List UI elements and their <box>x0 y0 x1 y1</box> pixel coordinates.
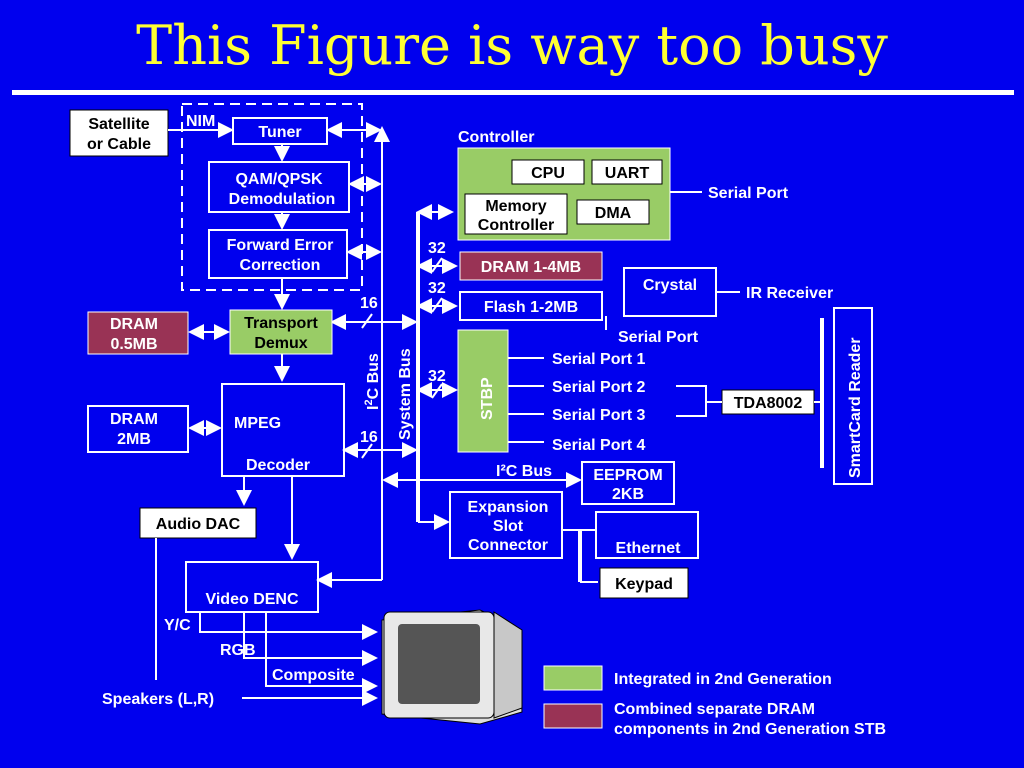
legend-combined-label-1: Combined separate DRAM <box>614 701 815 718</box>
video-denc-box <box>185 561 319 613</box>
flash-label: Flash 1-2MB <box>484 299 578 316</box>
nim-group <box>181 103 363 291</box>
ethernet-label: Ethernet <box>616 540 682 557</box>
tuner-label: Tuner <box>258 124 301 141</box>
eeprom-label-1: EEPROM <box>593 467 662 484</box>
rgb-label: RGB <box>220 642 256 659</box>
cpu-box <box>511 159 585 185</box>
video-denc-label: Video DENC <box>205 591 299 608</box>
legend-integrated-label: Integrated in 2nd Generation <box>614 671 832 688</box>
bus-width-dram: 32 <box>428 240 446 257</box>
dram-transport-label-1: DRAM <box>110 316 158 333</box>
ir-receiver-label: IR Receiver <box>746 285 833 302</box>
dma-label: DMA <box>595 205 632 222</box>
fec-label-2: Correction <box>240 257 321 274</box>
keypad-label: Keypad <box>615 576 673 593</box>
ethernet-box <box>595 511 699 559</box>
serial-port-2-label: Serial Port 2 <box>552 379 645 396</box>
expansion-label-2: Slot <box>493 518 524 535</box>
audio-dac-box <box>139 507 257 539</box>
legend-combined-label-2: components in 2nd Generation STB <box>614 721 886 738</box>
tda-box <box>721 389 815 415</box>
fec-label-1: Forward Error <box>227 237 334 254</box>
memctrl-box <box>464 193 568 235</box>
bus-width-stbp: 32 <box>428 368 446 385</box>
composite-label: Composite <box>272 667 355 684</box>
memctrl-label-2: Controller <box>478 217 554 234</box>
expansion-label-3: Connector <box>468 537 548 554</box>
eeprom-box <box>581 461 675 505</box>
satellite-box <box>69 109 169 157</box>
satellite-label-2: or Cable <box>87 136 151 153</box>
crystal-label: Crystal <box>643 277 697 294</box>
qam-label-1: QAM/QPSK <box>235 171 323 188</box>
audio-dac-label: Audio DAC <box>156 516 241 533</box>
serial-port-4-label: Serial Port 4 <box>552 437 645 454</box>
uart-box <box>591 159 663 185</box>
dram-transport-label-2: 0.5MB <box>110 336 157 353</box>
stbp-box <box>457 329 509 453</box>
dma-box <box>576 199 650 225</box>
dram-mpeg-label-2: 2MB <box>117 431 151 448</box>
bus-width-flash: 32 <box>428 280 446 297</box>
dram-mpeg-label-1: DRAM <box>110 411 158 428</box>
bus-width-transport: 16 <box>360 295 378 312</box>
smartcard-box <box>833 307 873 485</box>
memctrl-label-1: Memory <box>485 198 546 215</box>
legend-swatch-combined <box>543 703 603 729</box>
eeprom-label-2: 2KB <box>612 486 644 503</box>
bus-width-mpeg: 16 <box>360 429 378 446</box>
controller-label: Controller <box>458 129 534 146</box>
serial-port-1-label: Serial Port 1 <box>552 351 645 368</box>
tda-label: TDA8002 <box>734 395 803 412</box>
yc-label: Y/C <box>164 617 191 634</box>
transport-label-1: Transport <box>244 315 318 332</box>
serial-port-top-label: Serial Port <box>708 185 789 202</box>
transport-box <box>229 309 333 355</box>
mpeg-label: MPEG <box>234 415 281 432</box>
flash-box <box>459 291 603 321</box>
system-bus-label: System Bus <box>397 348 414 440</box>
i2c-bus-horizontal-label: I²C Bus <box>496 463 552 480</box>
stbp-label: STBP <box>479 377 496 420</box>
uart-label: UART <box>605 165 650 182</box>
dram-main-label: DRAM 1-4MB <box>481 259 581 276</box>
dram-main-box <box>459 251 603 281</box>
decoder-label: Decoder <box>246 457 310 474</box>
i2c-bus-vertical-label: I2C Bus <box>363 353 382 410</box>
mpeg-box <box>221 383 345 477</box>
expansion-label-1: Expansion <box>468 499 549 516</box>
transport-label-2: Demux <box>254 335 307 352</box>
speakers-label: Speakers (L,R) <box>102 691 214 708</box>
keypad-box <box>599 567 689 599</box>
legend-swatch-integrated <box>543 665 603 691</box>
monitor-icon <box>381 609 523 725</box>
smartcard-label: SmartCard Reader <box>847 338 864 479</box>
nim-label: NIM <box>186 113 215 130</box>
slide-title: This Figure is way too busy <box>136 14 888 77</box>
cpu-label: CPU <box>531 165 565 182</box>
serial-port-mid-label: Serial Port <box>618 329 699 346</box>
serial-port-3-label: Serial Port 3 <box>552 407 645 424</box>
expansion-box <box>449 491 563 559</box>
title-rule <box>12 90 1014 95</box>
satellite-label-1: Satellite <box>88 116 149 133</box>
qam-label-2: Demodulation <box>229 191 336 208</box>
